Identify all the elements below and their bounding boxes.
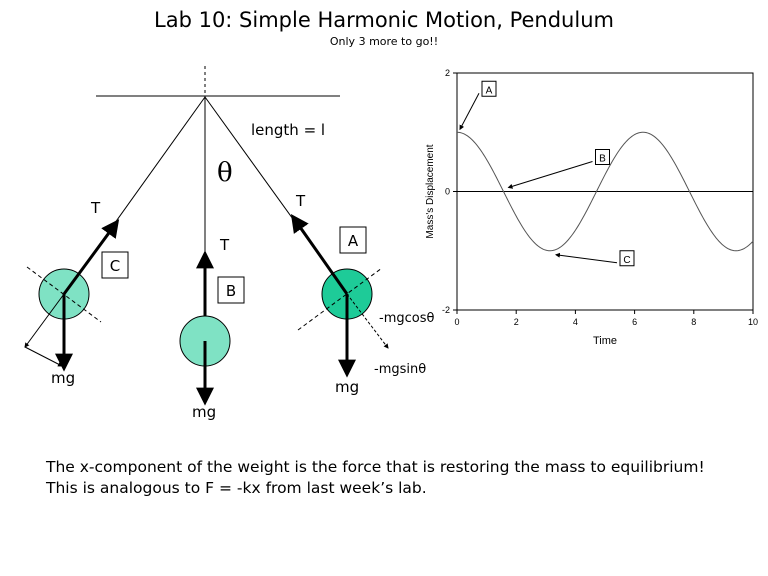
annotation-arrow-1 (507, 161, 593, 189)
weight-label-b: mg (192, 403, 216, 421)
x-tick-label-3: 6 (632, 317, 637, 327)
label-a: A (348, 232, 359, 250)
tension-label-a: T (295, 192, 306, 210)
annotation-box-1 (594, 149, 610, 165)
x-tick-label-4: 8 (691, 317, 696, 327)
label-box-b (217, 276, 245, 304)
sin-component-label: -mgsinθ (374, 362, 426, 377)
length-label: length = l (251, 121, 325, 139)
y-axis-label: Mass's Displacement (425, 144, 436, 238)
cos-component-arrow-c (24, 293, 65, 348)
cos-component-label: -mgcosθ (379, 311, 434, 326)
slide-subtitle: Only 3 more to go!! (329, 35, 439, 48)
displacement-curve (456, 131, 754, 252)
x-tick-label-1: 2 (514, 317, 519, 327)
tangent-dashed-c (26, 266, 102, 323)
label-box-c (101, 251, 129, 279)
x-tick-label-2: 4 (573, 317, 578, 327)
label-box-a (339, 226, 367, 254)
annotation-label-0: A (486, 85, 493, 96)
y-tick-label-1: 0 (445, 187, 450, 197)
tension-arrow-c (62, 219, 120, 295)
tension-label-b: T (219, 236, 230, 254)
body-text-line-1: The x-component of the weight is the for… (46, 458, 705, 476)
annotation-box-0 (481, 80, 497, 97)
tension-label-c: T (90, 199, 101, 217)
label-b: B (226, 282, 236, 300)
cos-component-arrow-a (346, 293, 389, 349)
body-text-line-2: This is analogous to F = -kx from last w… (46, 479, 427, 497)
tension-arrow-a (290, 214, 349, 295)
annotation-arrow-0 (459, 93, 480, 131)
label-c: C (110, 257, 120, 275)
annotation-arrow-2 (554, 252, 618, 264)
x-axis-label: Time (593, 335, 617, 347)
weight-label-a: mg (335, 378, 359, 396)
y-tick-label-0: 2 (445, 68, 450, 78)
x-tick-label-5: 10 (748, 317, 758, 327)
tangent-dashed-a (297, 267, 383, 331)
x-tick-label-0: 0 (454, 317, 459, 327)
annotation-box-2 (619, 250, 635, 267)
y-tick-label-2: -2 (442, 305, 450, 315)
theta-symbol: θ (217, 158, 233, 188)
sin-component-arrow-c (24, 346, 63, 367)
slide-title: Lab 10: Simple Harmonic Motion, Pendulum (154, 8, 614, 32)
annotation-label-1: B (599, 154, 606, 165)
annotation-label-2: C (623, 255, 630, 266)
weight-label-c: mg (51, 369, 75, 387)
